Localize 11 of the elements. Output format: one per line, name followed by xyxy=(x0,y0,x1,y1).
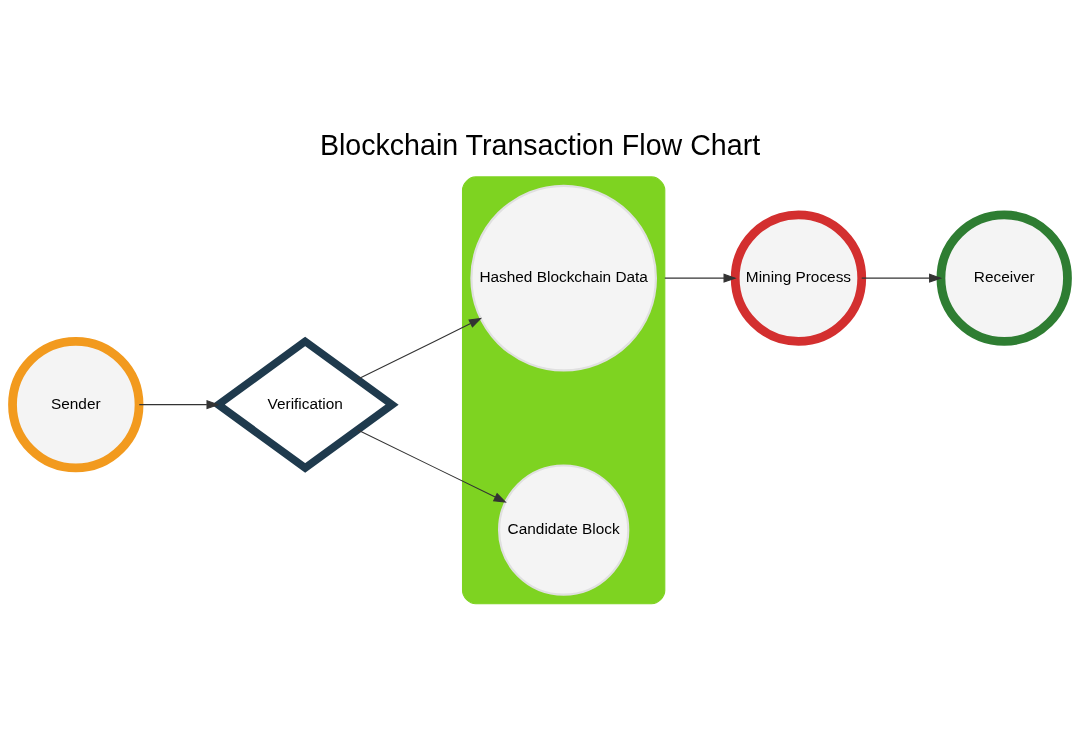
node-circle: Receiver xyxy=(936,209,1072,346)
cluster xyxy=(461,175,666,604)
arrow xyxy=(861,273,943,283)
diagram-title: Blockchain Transaction Flow Chart xyxy=(319,128,761,161)
arrow xyxy=(357,428,507,503)
node-circle: Mining Process xyxy=(730,209,867,346)
node-circle: Sender xyxy=(8,336,144,472)
node-circle: Candidate Block xyxy=(497,463,630,596)
arrow xyxy=(356,317,483,380)
arrow xyxy=(664,273,737,283)
arrow xyxy=(138,399,220,409)
